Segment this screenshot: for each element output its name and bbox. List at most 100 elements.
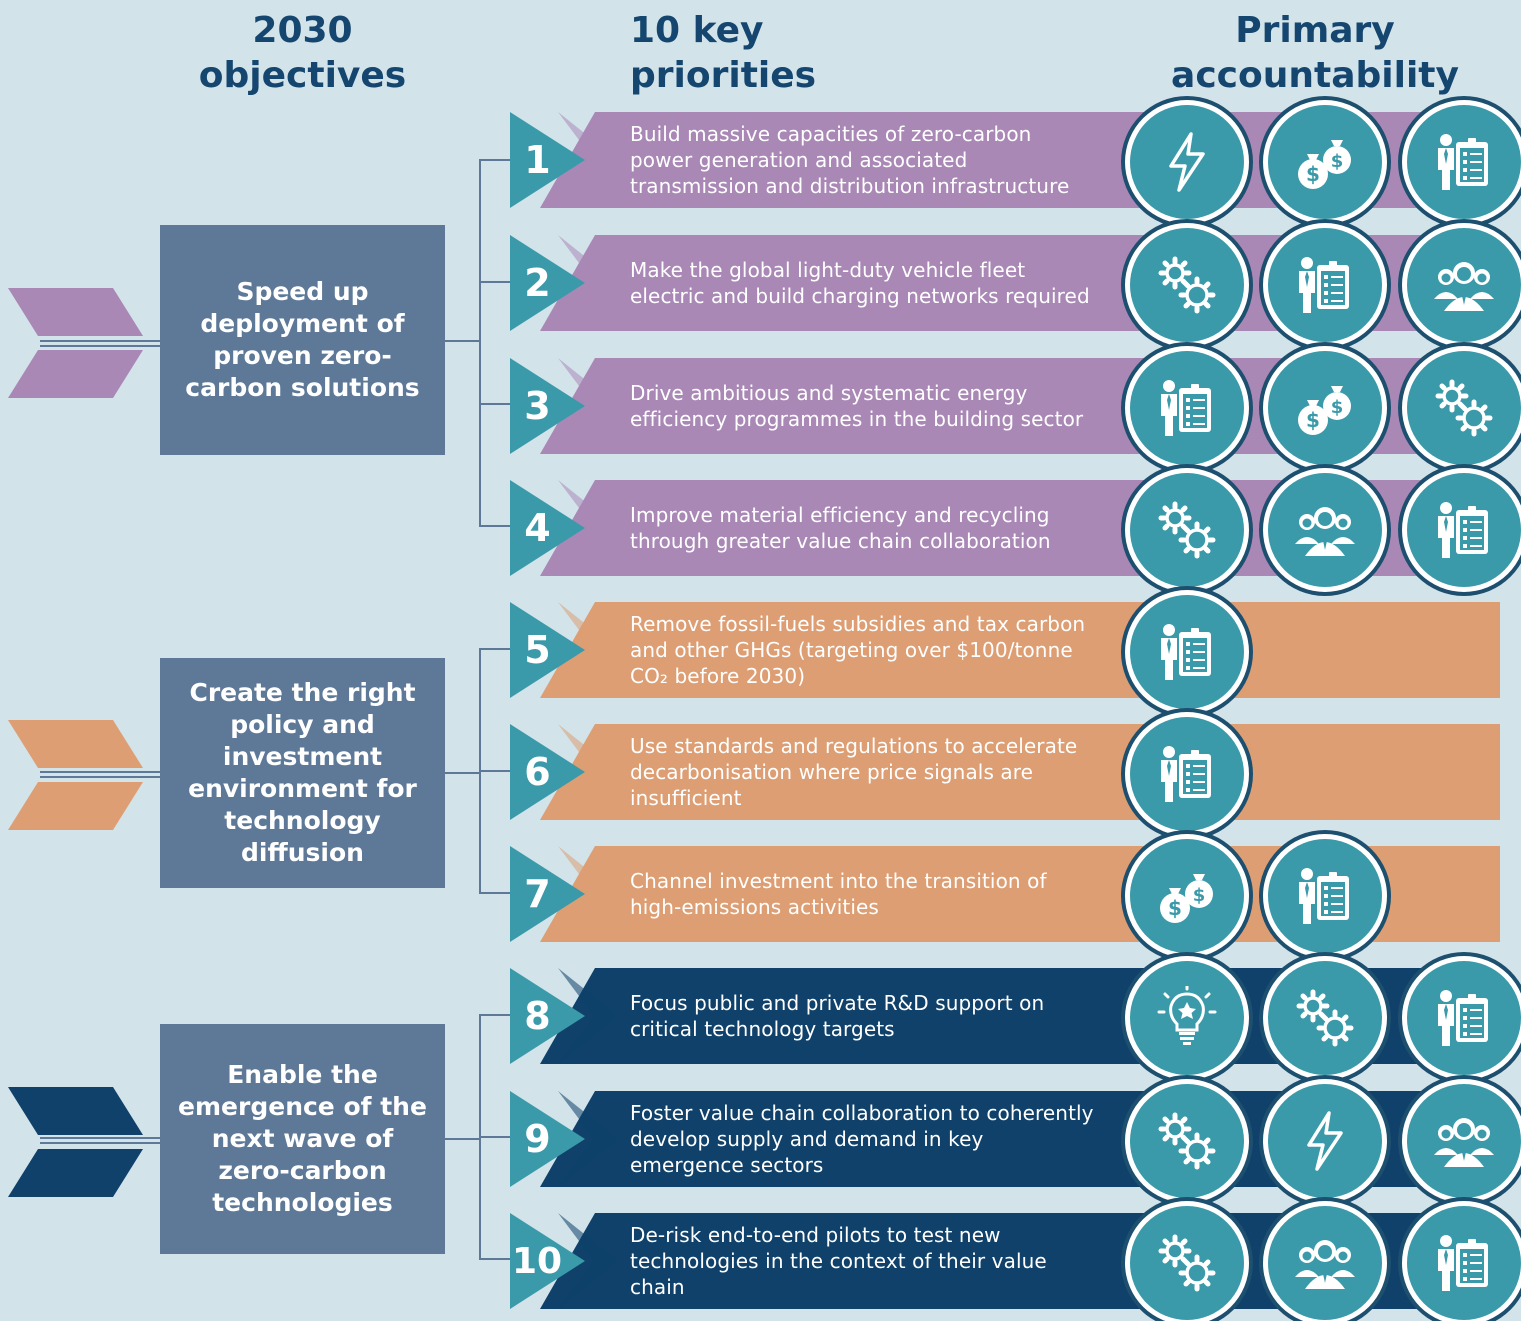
priority-text-label: Foster value chain collaboration to cohe… — [630, 1101, 1094, 1177]
priority-text-label: Use standards and regulations to acceler… — [630, 734, 1078, 810]
objectives-header-line-1: 2030 — [252, 10, 353, 51]
priority-text: Use standards and regulations to acceler… — [630, 724, 1100, 820]
priority-bar — [540, 602, 1500, 698]
priority-text-label: De-risk end-to-end pilots to test new te… — [630, 1223, 1047, 1299]
priority-text: Channel investment into the transition o… — [630, 846, 1100, 942]
priority-text-label: Remove fossil-fuels subsidies and tax ca… — [630, 612, 1086, 688]
priority-text: Improve material efficiency and recyclin… — [630, 480, 1100, 576]
money-bags-icon: $$ — [1268, 351, 1382, 465]
objective-box-1: Speed up deployment of proven zero-carbo… — [160, 225, 445, 455]
priority-bar — [540, 968, 1500, 1064]
priority-bar — [540, 724, 1500, 820]
priorities-header-line-1: 10 key — [630, 10, 764, 51]
priority-row-7: 7 Channel investment into the transition … — [510, 839, 1500, 953]
objectives-column-header: 2030 objectives — [160, 8, 445, 98]
people-group-icon — [1268, 473, 1382, 587]
priority-arrow-icon — [510, 724, 618, 820]
gears-icon — [1130, 1084, 1244, 1198]
priority-bar — [540, 1213, 1500, 1309]
svg-text:$: $ — [1306, 408, 1320, 432]
clipboard-person-icon — [1407, 1206, 1521, 1320]
priority-bar — [540, 235, 1500, 331]
gears-icon — [1130, 228, 1244, 342]
priority-text: Drive ambitious and systematic energy ef… — [630, 358, 1100, 454]
priority-row-3: 3 Drive ambitious and systematic energy e… — [510, 351, 1521, 465]
clipboard-person-icon — [1407, 473, 1521, 587]
priority-bar — [540, 358, 1500, 454]
priority-text: Foster value chain collaboration to cohe… — [630, 1091, 1100, 1187]
objective-1-chevron-icon — [8, 288, 143, 398]
objective-2-chevron-icon — [8, 720, 143, 830]
gears-icon — [1407, 351, 1521, 465]
priority-arrow-icon — [510, 846, 618, 942]
money-bags-icon: $$ — [1268, 105, 1382, 219]
gears-icon — [1130, 473, 1244, 587]
gears-icon — [1268, 961, 1382, 1075]
priority-bar — [540, 1091, 1500, 1187]
clipboard-person-icon — [1130, 351, 1244, 465]
priority-text-label: Channel investment into the transition o… — [630, 869, 1047, 919]
priority-arrow-icon — [510, 480, 618, 576]
clipboard-person-icon — [1130, 595, 1244, 709]
priority-bar — [540, 480, 1500, 576]
gears-icon — [1130, 1206, 1244, 1320]
priority-arrow-icon — [510, 112, 618, 208]
priorities-column-header: 10 key priorities — [630, 8, 1030, 98]
priority-arrow-icon — [510, 1091, 618, 1187]
priority-bar — [540, 846, 1500, 942]
people-group-icon — [1268, 1206, 1382, 1320]
lightbulb-icon — [1130, 961, 1244, 1075]
priorities-header-line-2: priorities — [630, 55, 817, 96]
priority-arrow-icon — [510, 1213, 618, 1309]
priority-row-2: 2 Make the global light-duty vehicle flee… — [510, 228, 1521, 342]
svg-text:$: $ — [1193, 885, 1206, 906]
objective-box-3: Enable the emergence of the next wave of… — [160, 1024, 445, 1254]
priority-text: De-risk end-to-end pilots to test new te… — [630, 1213, 1100, 1309]
priority-text: Make the global light-duty vehicle fleet… — [630, 235, 1100, 331]
priority-text-label: Improve material efficiency and recyclin… — [630, 503, 1051, 553]
objective-2-text: Create the right policy and investment e… — [188, 678, 417, 867]
priority-number: 9 — [524, 1117, 551, 1161]
priority-number: 7 — [524, 872, 551, 916]
priority-text-label: Build massive capacities of zero-carbon … — [630, 122, 1070, 198]
priority-text: Focus public and private R&D support on … — [630, 968, 1100, 1064]
priority-arrow-icon — [510, 235, 618, 331]
priority-row-4: 4 Improve material efficiency and recycli… — [510, 473, 1521, 587]
svg-text:$: $ — [1306, 162, 1320, 186]
priority-arrow-icon — [510, 358, 618, 454]
objective-1-text: Speed up deployment of proven zero-carbo… — [185, 277, 420, 402]
priority-text-label: Make the global light-duty vehicle fleet… — [630, 258, 1090, 308]
priority-row-10: 10 De-risk end-to-end pilots to test new … — [510, 1206, 1521, 1320]
priority-number: 4 — [524, 506, 551, 550]
priority-row-9: 9 Foster value chain collaboration to coh… — [510, 1084, 1521, 1198]
people-group-icon — [1407, 228, 1521, 342]
objectives-header-line-2: objectives — [198, 55, 407, 96]
objective-3-text: Enable the emergence of the next wave of… — [178, 1060, 427, 1217]
priority-arrow-icon — [510, 968, 618, 1064]
clipboard-person-icon — [1407, 961, 1521, 1075]
svg-text:$: $ — [1331, 151, 1344, 172]
objective-box-2: Create the right policy and investment e… — [160, 658, 445, 888]
priority-text-label: Focus public and private R&D support on … — [630, 991, 1045, 1041]
clipboard-person-icon — [1268, 839, 1382, 953]
priority-number: 3 — [524, 384, 551, 428]
priority-text-label: Drive ambitious and systematic energy ef… — [630, 381, 1084, 431]
priority-text: Build massive capacities of zero-carbon … — [630, 112, 1100, 208]
svg-text:$: $ — [1168, 896, 1182, 920]
priority-row-6: 6 Use standards and regulations to accele… — [510, 717, 1500, 831]
people-group-icon — [1407, 1084, 1521, 1198]
accountability-column-header: Primary accountability — [1130, 8, 1500, 98]
priority-number: 2 — [524, 261, 551, 305]
svg-text:$: $ — [1331, 397, 1344, 418]
clipboard-person-icon — [1407, 105, 1521, 219]
money-bags-icon: $$ — [1130, 839, 1244, 953]
accountability-header-line-1: Primary — [1235, 10, 1395, 51]
priority-number: 10 — [511, 1240, 563, 1282]
objective-3-chevron-icon — [8, 1087, 143, 1197]
priority-number: 6 — [524, 750, 551, 794]
clipboard-person-icon — [1130, 717, 1244, 831]
